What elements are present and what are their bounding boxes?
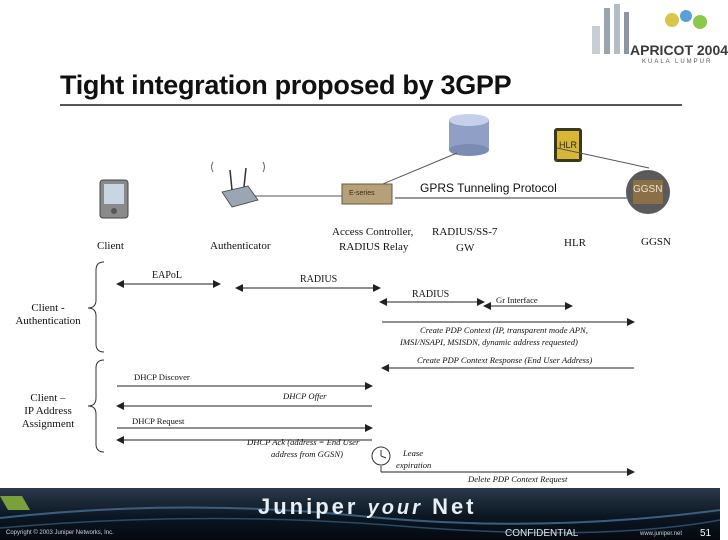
access-controller-label-line2: RADIUS Relay (339, 241, 409, 253)
ip-assignment-phase-line3: Assignment (21, 418, 75, 430)
footer-brand-right: Net (432, 494, 477, 519)
ggsn-badge-label: GGSN (633, 184, 663, 195)
dhcp-ack-label-line1: DHCP Ack (address = End User (247, 437, 360, 447)
authentication-phase-line1: Client - (31, 302, 65, 314)
pda-client-icon (99, 179, 129, 219)
create-pdp-context-label-line1: Create PDP Context (IP, transparent mode… (420, 325, 588, 335)
radius-label-1: RADIUS (300, 274, 338, 285)
radius-label-2: RADIUS (412, 289, 450, 300)
ip-assignment-phase-line2: IP Address (24, 405, 72, 417)
ggsn-badge-icon (626, 170, 670, 214)
authentication-phase-label: Client - Authentication (8, 302, 88, 328)
slide-title: Tight integration proposed by 3GPP (60, 70, 512, 100)
ip-assignment-phase-line1: Client – (30, 392, 66, 404)
ggsn-node-label: GGSN (641, 236, 671, 248)
radius-gw-label-line1: RADIUS/SS-7 (432, 226, 498, 238)
footer-brand-mid: your (367, 497, 423, 519)
title-rule (60, 104, 682, 106)
footer-brand-left: Juniper (258, 494, 359, 519)
dhcp-discover-label: DHCP Discover (134, 372, 190, 382)
radius-gw-label-line2: GW (456, 242, 475, 254)
lease-expiration-label-line1: Lease (403, 448, 424, 458)
create-pdp-context-label-line2: IMSI/NSAPI, MSISDN, dynamic address requ… (400, 337, 578, 347)
hlr-node-label: HLR (564, 237, 586, 249)
hlr-database-icon (449, 114, 489, 156)
eapol-label: EAPoL (152, 270, 182, 281)
dhcp-ack-label-line2: address from GGSN) (271, 449, 343, 459)
ip-assignment-phase-label: Client – IP Address Assignment (8, 392, 88, 431)
conference-logo: APRICOT 2004 KUALA LUMPUR (590, 2, 728, 70)
footer-url: www.juniper.net (640, 531, 683, 537)
sequence-diagram (87, 114, 670, 476)
lease-timer-clock-icon (371, 446, 391, 466)
gtp-protocol-label: GPRS Tunneling Protocol (420, 181, 557, 195)
dhcp-offer-label: DHCP Offer (283, 391, 327, 401)
create-pdp-response-label: Create PDP Context Response (End User Ad… (417, 355, 593, 365)
authentication-phase-brace (87, 261, 105, 353)
footer-copyright: Copyright © 2003 Juniper Networks, Inc. (6, 530, 114, 536)
footer-brand: Juniper your Net (258, 494, 477, 520)
page-number: 51 (700, 528, 712, 539)
conference-logo-line2: KUALA LUMPUR (642, 59, 713, 65)
hlr-to-router-link (377, 152, 458, 187)
gr-interface-label: Gr Interface (496, 295, 538, 305)
wireless-ap-icon (211, 161, 265, 208)
ip-assignment-phase-brace (87, 359, 105, 453)
hlr-to-ggsn-link (556, 147, 650, 169)
dhcp-request-label: DHCP Request (132, 416, 185, 426)
towers-graphic (592, 4, 707, 54)
authenticator-node-label: Authenticator (210, 240, 271, 252)
router-e-series-icon (341, 183, 393, 205)
hlr-badge-label: HLR (559, 140, 578, 150)
client-node-label: Client (97, 240, 124, 252)
footer-confidential: CONFIDENTIAL (505, 528, 579, 539)
authentication-phase-line2: Authentication (15, 315, 81, 327)
access-controller-label-line1: Access Controller, (332, 226, 414, 238)
footer-wave-graphic (0, 496, 721, 534)
router-label: E-series (349, 190, 375, 197)
lease-expiration-label-line2: expiration (396, 460, 432, 470)
conference-logo-line1: APRICOT 2004 (630, 42, 728, 58)
delete-pdp-context-label: Delete PDP Context Request (468, 474, 568, 484)
